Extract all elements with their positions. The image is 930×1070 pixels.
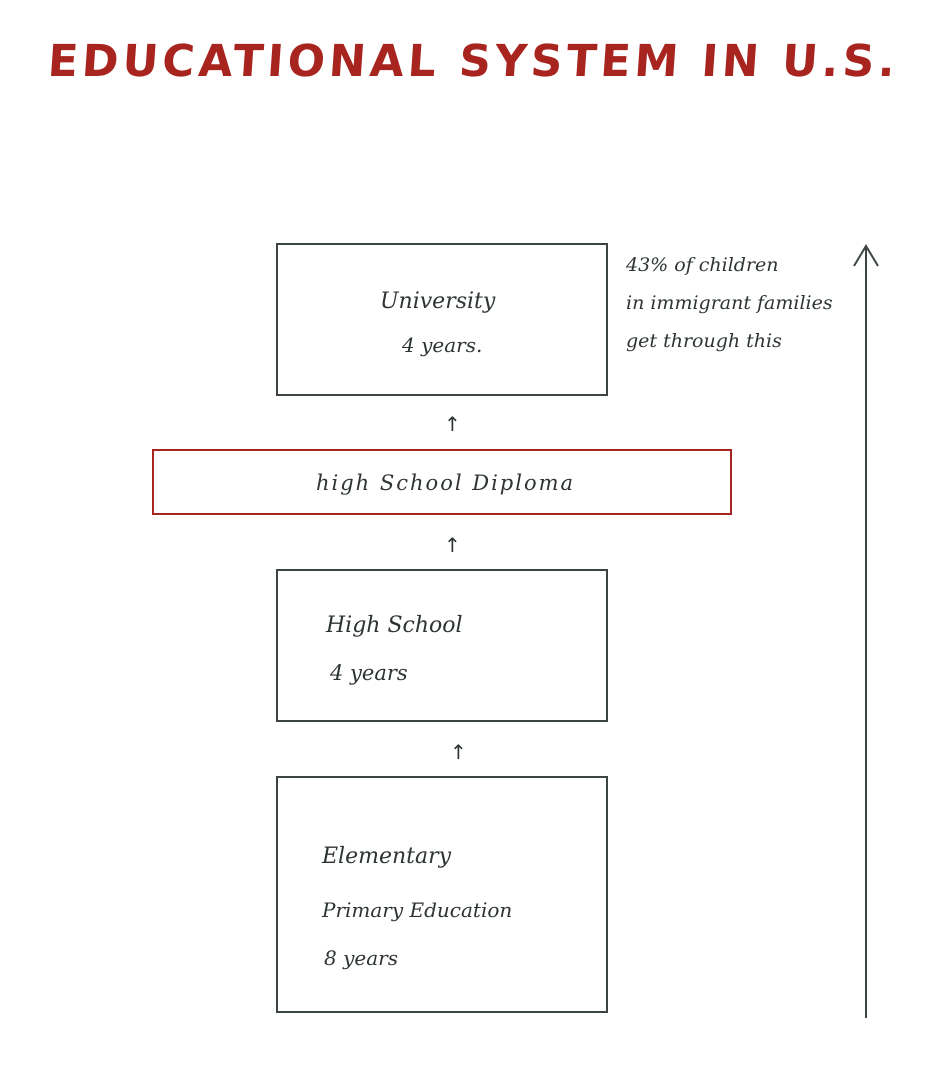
long-arrow-up-icon: [853, 244, 879, 1018]
page-title: EDUCATIONAL SYSTEM IN U.S.: [46, 36, 901, 87]
diploma-box: high School Diploma: [152, 449, 732, 515]
diploma-label: high School Diploma: [316, 471, 576, 495]
arrow-up-icon: ↑: [444, 412, 461, 436]
note-line-1: 43% of children: [626, 254, 779, 276]
university-box: University 4 years.: [276, 243, 608, 396]
elementary-duration: 8 years: [324, 946, 398, 970]
high-school-duration: 4 years: [330, 661, 408, 685]
arrow-up-icon: ↑: [450, 740, 467, 764]
high-school-box: High School 4 years: [276, 569, 608, 722]
elementary-subtitle: Primary Education: [322, 898, 513, 922]
elementary-label: Elementary: [322, 844, 452, 869]
note-line-2: in immigrant families: [626, 292, 833, 314]
note-line-3: get through this: [626, 330, 782, 352]
university-label: University: [380, 289, 496, 314]
university-duration: 4 years.: [402, 333, 483, 357]
high-school-label: High School: [326, 613, 463, 638]
elementary-box: Elementary Primary Education 8 years: [276, 776, 608, 1013]
completion-note: 43% of children in immigrant families ge…: [626, 246, 833, 360]
arrow-up-icon: ↑: [444, 533, 461, 557]
